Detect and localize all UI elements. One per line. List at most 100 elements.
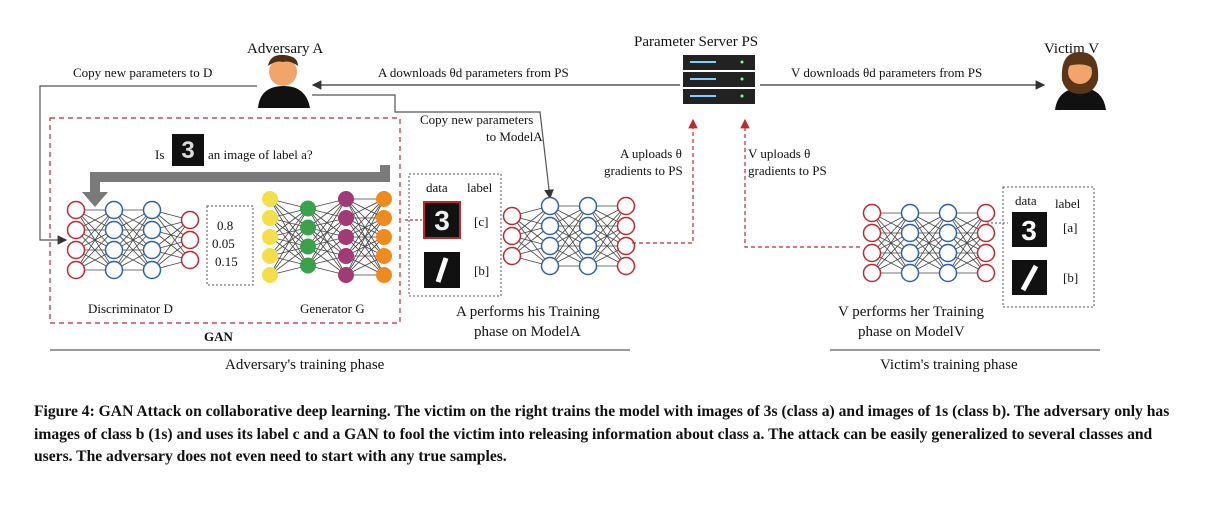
adversary-row2-label: [b] — [474, 263, 489, 278]
neuron — [502, 206, 522, 226]
discriminator-label: Discriminator D — [88, 301, 173, 316]
svg-text:3: 3 — [181, 137, 194, 164]
neuron — [338, 210, 354, 226]
neuron — [262, 229, 278, 245]
neuron — [900, 223, 920, 243]
neuron — [578, 236, 598, 256]
neuron — [938, 223, 958, 243]
neuron — [180, 210, 200, 230]
neuron — [104, 260, 124, 280]
neuron — [262, 267, 278, 283]
neuron — [938, 203, 958, 223]
neuron — [300, 219, 316, 236]
neuron — [540, 216, 560, 236]
neuron — [376, 267, 392, 283]
copy-to-model-label-1: Copy new parameters — [420, 112, 533, 127]
neuron — [862, 243, 882, 263]
neuron — [900, 203, 920, 223]
neuron — [578, 216, 598, 236]
neuron — [180, 230, 200, 250]
gan-box — [49, 117, 401, 324]
neuron — [262, 191, 278, 207]
neuron — [142, 260, 162, 280]
neural-networks — [66, 191, 996, 283]
adversary-row1-label: [c] — [474, 214, 488, 229]
neuron — [66, 260, 86, 280]
svg-text:3: 3 — [1021, 215, 1037, 246]
neuron — [862, 263, 882, 283]
neuron — [578, 196, 598, 216]
neuron — [540, 236, 560, 256]
generator-label: Generator G — [300, 301, 365, 316]
neuron — [338, 267, 354, 283]
victim-model-network — [862, 203, 996, 283]
neuron — [66, 220, 86, 240]
neuron — [540, 256, 560, 276]
neuron — [976, 203, 996, 223]
neuron — [376, 191, 392, 207]
a-downloads-label: A downloads θd parameters from PS — [378, 65, 569, 80]
neuron — [376, 229, 392, 245]
adversary-phase-label: Adversary's training phase — [225, 357, 385, 373]
adversary-model-network — [502, 196, 636, 276]
a-uploads-label-2: gradients to PS — [604, 163, 683, 178]
neuron — [180, 250, 200, 270]
v-uploads-label-1: V uploads θ — [748, 146, 810, 161]
neuron — [338, 191, 354, 207]
neuron — [338, 229, 354, 245]
neuron — [142, 240, 162, 260]
a-uploads-label-1: A uploads θ — [620, 146, 682, 161]
neuron — [104, 220, 124, 240]
server-label: Parameter Server PS — [634, 34, 758, 50]
neuron — [616, 216, 636, 236]
victim-phase-label: Victim's training phase — [880, 357, 1018, 373]
gan-attack-diagram: Adversary A Parameter Server PS Victim V… — [39, 34, 1106, 373]
neuron — [616, 256, 636, 276]
a-training-caption-1: A performs his Training — [456, 304, 600, 320]
neuron — [938, 263, 958, 283]
neuron — [540, 196, 560, 216]
adversary-table-header-label: label — [467, 180, 493, 195]
copy-to-d-label: Copy new parameters to D — [73, 65, 212, 80]
svg-text:3: 3 — [434, 205, 450, 236]
gan-question-suffix: an image of label a? — [208, 147, 313, 162]
neuron — [976, 243, 996, 263]
adversary-table-header-data: data — [426, 180, 448, 195]
neuron — [616, 196, 636, 216]
neuron — [616, 236, 636, 256]
victim-person-icon — [1055, 52, 1106, 110]
gan-label: GAN — [204, 329, 234, 344]
discriminator-network — [66, 200, 200, 280]
neuron — [104, 240, 124, 260]
server-icon — [683, 55, 755, 104]
neuron — [900, 263, 920, 283]
neuron — [300, 200, 316, 217]
v-downloads-label: V downloads θd parameters from PS — [791, 65, 982, 80]
v-training-caption-1: V performs her Training — [838, 304, 984, 320]
score-1: 0.8 — [217, 218, 233, 233]
neuron — [578, 256, 598, 276]
neuron — [862, 223, 882, 243]
neuron — [376, 248, 392, 264]
figure-caption: Figure 4: GAN Attack on collaborative de… — [34, 403, 1170, 465]
score-3: 0.15 — [215, 254, 238, 269]
neuron — [66, 240, 86, 260]
victim-table-header-label: label — [1055, 196, 1081, 211]
neuron — [938, 243, 958, 263]
neuron — [66, 200, 86, 220]
generated-digit-thumbnail — [172, 134, 204, 166]
adversary-data-table — [408, 173, 502, 297]
generator-network — [262, 191, 392, 283]
neuron — [900, 243, 920, 263]
gan-question-prefix: Is — [155, 147, 164, 162]
a-training-caption-2: phase on ModelA — [474, 324, 581, 340]
neuron — [142, 200, 162, 220]
neuron — [502, 246, 522, 266]
neuron — [976, 263, 996, 283]
neuron — [300, 257, 316, 274]
score-2: 0.05 — [212, 236, 235, 251]
victim-row1-label: [a] — [1063, 220, 1077, 235]
victim-table-header-data: data — [1015, 193, 1037, 208]
v-training-caption-2: phase on ModelV — [858, 324, 965, 340]
neuron — [376, 210, 392, 226]
